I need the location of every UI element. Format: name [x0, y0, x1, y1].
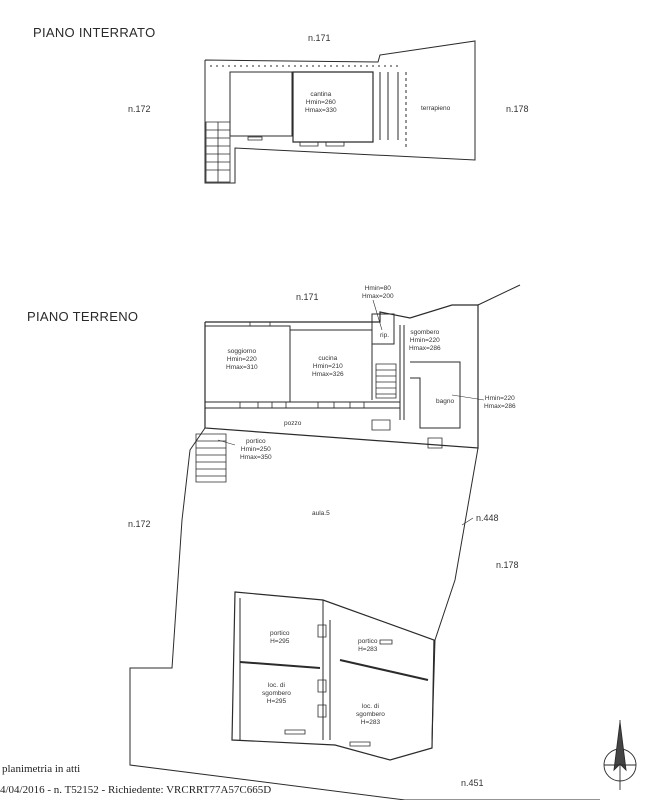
bagno-heights: Hmin=220 Hmax=286: [484, 395, 516, 411]
cucina-name: cucina: [318, 355, 338, 362]
loc-b-name2: sgombero: [356, 711, 385, 719]
portico-main-hmax: Hmax=350: [240, 454, 272, 462]
basement-stairs: [206, 122, 230, 182]
ground-parcel-top: n.171: [296, 292, 319, 302]
sgombero-label: sgombero Hmin=220 Hmax=286: [409, 329, 441, 353]
cucina-hmin: Hmin=210: [312, 363, 343, 371]
loc-a-label: loc. di sgombero H=295: [262, 682, 291, 706]
cucina-label: cucina Hmin=210 Hmax=326: [312, 355, 344, 379]
rip-label: rip.: [380, 332, 390, 339]
loc-a-name1: loc. di: [267, 682, 285, 689]
ground-title: PIANO TERRENO: [27, 309, 139, 324]
ground-stairs: [376, 364, 396, 398]
ground-parcel-451: n.451: [461, 778, 484, 788]
portico-main-label: portico Hmin=250 Hmax=350: [240, 438, 272, 462]
portico-a-name: portico: [270, 630, 290, 637]
basement-plan: [205, 41, 475, 183]
sgombero-hmin: Hmin=220: [409, 337, 440, 345]
courtyard-boundary: [130, 428, 405, 800]
portico-a-label: portico H=295: [270, 630, 290, 646]
ground-parcel-448: n.448: [476, 513, 499, 523]
footer-line-2: 4/04/2016 - n. T52152 - Richiedente: VRC…: [0, 784, 272, 796]
sgombero-name: sgombero: [410, 329, 440, 336]
ground-parcel-left: n.172: [128, 519, 151, 529]
loc-b-label: loc. di sgombero H=283: [356, 703, 385, 727]
basement-parcel-top: n.171: [308, 33, 331, 43]
loc-a-h: H=295: [266, 698, 287, 706]
basement-parcel-right: n.178: [506, 104, 529, 114]
corte-label: aula.5: [312, 510, 330, 517]
rip-hmin: Hmin=80: [364, 285, 391, 292]
cantina-name: cantina: [310, 91, 332, 98]
terrapieno-label: terrapieno: [421, 105, 451, 112]
portico-b-label: portico H=283: [358, 638, 378, 654]
bagno-hmax: Hmax=286: [484, 403, 516, 411]
footer-line-1: planimetria in atti: [2, 763, 81, 775]
portico-main-name: portico: [246, 438, 266, 445]
north-arrow-icon: [603, 720, 637, 790]
loc-b-h: H=283: [360, 719, 381, 727]
cantina-label: cantina Hmin=260 Hmax=330: [305, 91, 337, 115]
sgombero-hmax: Hmax=286: [409, 345, 441, 353]
loc-b-name1: loc. di: [361, 703, 379, 710]
portico-b-name: portico: [358, 638, 378, 645]
pozzo-label: pozzo: [284, 420, 302, 427]
portico-main-hmin: Hmin=250: [240, 446, 271, 454]
soggiorno-label: soggiorno Hmin=220 Hmax=310: [226, 348, 258, 372]
ground-floor-plan: [130, 285, 600, 800]
outbuilding: [232, 592, 434, 760]
loc-a-name2: sgombero: [262, 690, 291, 698]
soggiorno-hmax: Hmax=310: [226, 364, 258, 372]
portico-stairs: [196, 434, 226, 482]
soggiorno-hmin: Hmin=220: [226, 356, 257, 364]
cantina-hmin: Hmin=260: [305, 99, 336, 107]
cantina-hmax: Hmax=330: [305, 107, 337, 115]
bagno-hmin: Hmin=220: [484, 395, 515, 402]
basement-room-left: [230, 72, 292, 136]
portico-b-h: H=283: [358, 646, 378, 654]
soggiorno-name: soggiorno: [227, 348, 257, 355]
cucina-hmax: Hmax=326: [312, 371, 344, 379]
basement-title: PIANO INTERRATO: [33, 25, 156, 40]
ground-parcel-right: n.178: [496, 560, 519, 570]
portico-a-h: H=295: [270, 638, 290, 646]
bagno-label: bagno: [436, 398, 455, 405]
rip-heights: Hmin=80 Hmax=200: [362, 285, 394, 301]
rip-hmax: Hmax=200: [362, 293, 394, 301]
basement-parcel-left: n.172: [128, 104, 151, 114]
